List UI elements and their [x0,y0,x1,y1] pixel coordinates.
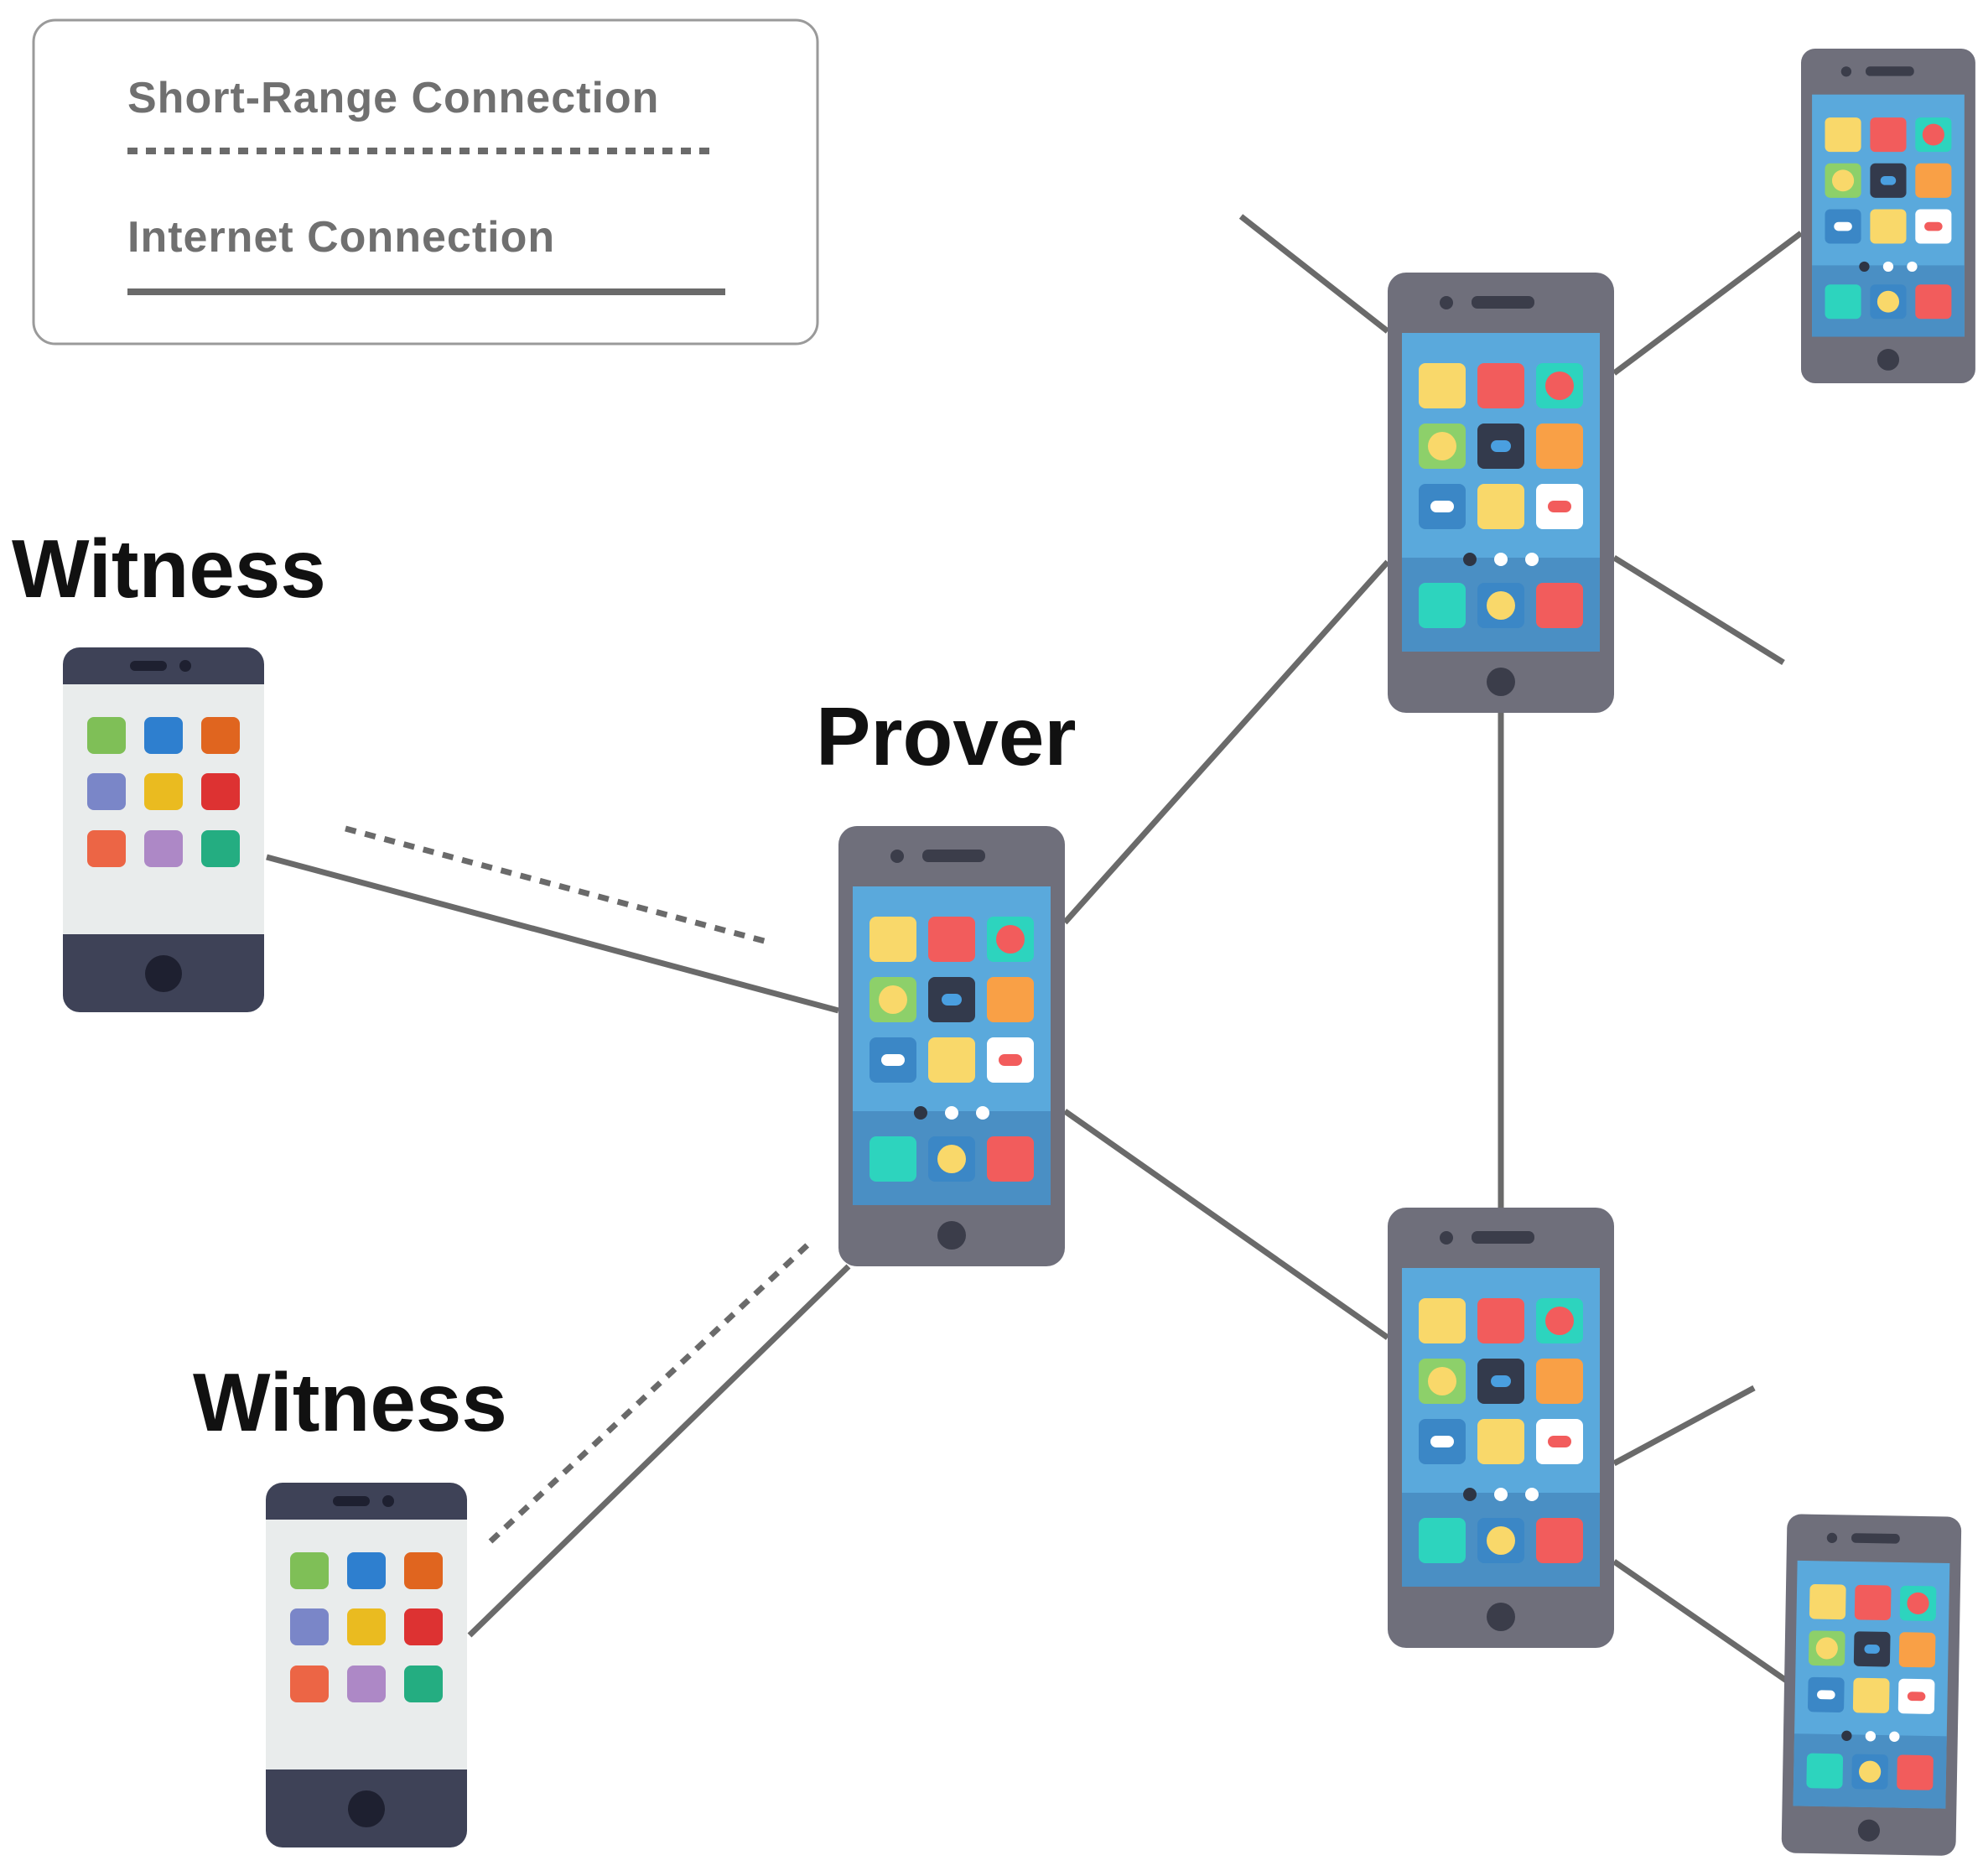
internet-line-upper-outgoing [1238,214,1390,334]
legend-short-range-label: Short-Range Connection [127,74,659,122]
witness-phone-icon [63,647,264,1012]
witness-phone-icon [266,1483,467,1847]
smartphone-icon [1388,273,1614,713]
smartphone-icon [1388,1208,1614,1648]
internet-line-prover-node-lower [1062,1109,1390,1340]
witness-bottom-label: Witness [193,1356,507,1448]
internet-connections [266,214,1804,1684]
prover-label: Prover [816,690,1077,782]
internet-line-lower-outgoing-right [1612,1385,1756,1467]
legend-internet-label: Internet Connection [127,213,555,262]
smartphone-icon [1781,1514,1962,1857]
short-range-connections [345,825,814,1544]
internet-line-witness-top [266,854,839,1014]
internet-line-lower-to-corner [1612,1559,1789,1684]
internet-line-upper-to-corner [1612,231,1804,376]
internet-line-witness-bottom [467,1264,851,1638]
short-range-line-witness-bottom [488,1239,814,1544]
short-range-line-witness-top [345,825,768,945]
legend-box: Short-Range Connection Internet Connecti… [32,18,819,346]
witness-top-label: Witness [12,522,326,615]
smartphone-icon [1801,49,1975,383]
prover-phone-icon [838,826,1065,1266]
internet-line-upper-outgoing-right [1612,555,1785,665]
internet-line-prover-node-upper [1062,559,1390,925]
